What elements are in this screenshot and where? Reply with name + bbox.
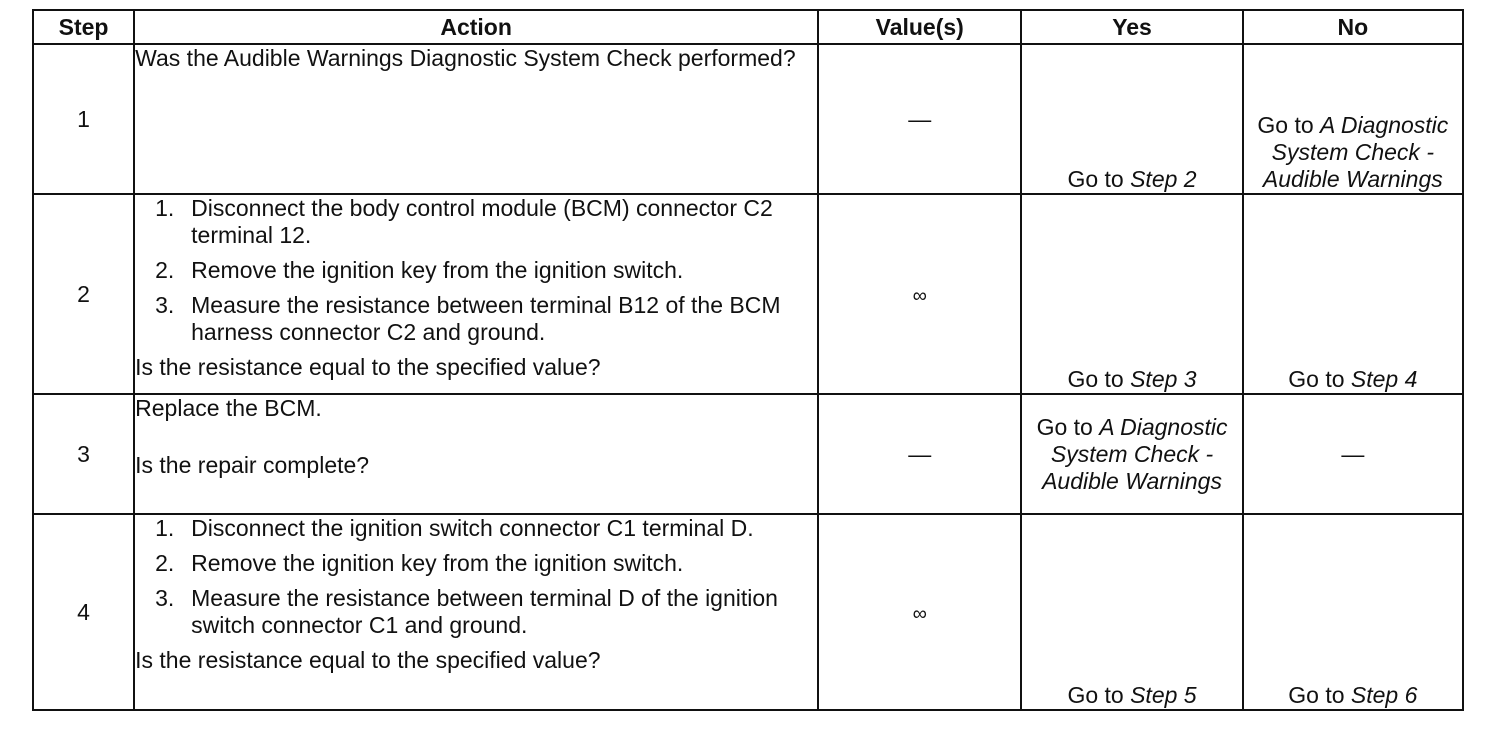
step-number: 4 [31,513,136,711]
action-instruction: Replace the BCM. [135,395,322,421]
yes-step-link[interactable]: A Diagnostic System Check - Audible Warn… [1042,413,1228,494]
item-text: Disconnect the body control module (BCM)… [191,195,773,248]
step-number: 1 [31,43,136,195]
value-text: ∞ [912,284,927,307]
item-number: 3. [155,292,175,318]
yes-cell: Go to Step 3 [1020,193,1244,395]
action-step-item: 1. Disconnect the body control module (BC… [155,195,817,249]
yes-prefix: Go to [1036,413,1100,440]
action-question: Was the Audible Warnings Diagnostic Syst… [135,45,796,71]
action-step-item: 1. Disconnect the ignition switch connect… [155,515,817,542]
item-text: Measure the resistance between terminal … [191,292,781,345]
table-row-step-4: 4 1. Disconnect the ignition switch conne… [31,513,1465,711]
action-step-item: 2. Remove the ignition key from the ignit… [155,257,817,284]
action-cell: Replace the BCM. Is the repair complete? [133,393,820,515]
action-cell: 1. Disconnect the ignition switch connect… [133,513,820,711]
value-cell: — [817,393,1023,515]
diagnostic-table: Step Action Value(s) Yes No 1 Was the Au… [31,9,1465,711]
yes-prefix: Go to [1067,682,1131,708]
value-cell: — [817,43,1023,195]
item-number: 2. [155,257,175,283]
yes-cell: Go to Step 2 [1020,43,1244,195]
step-number: 3 [31,393,136,515]
yes-cell: Go to A Diagnostic System Check - Audibl… [1020,393,1244,515]
item-number: 3. [155,585,175,611]
no-prefix: Go to [1288,366,1351,392]
item-number: 1. [155,195,175,221]
action-question: Is the resistance equal to the specified… [135,354,601,380]
step-number: 2 [31,193,136,395]
no-step-link[interactable]: Step 6 [1350,682,1418,708]
header-no: No [1241,9,1465,45]
no-prefix: Go to [1257,112,1321,138]
action-step-item: 2. Remove the ignition key from the ignit… [155,550,817,577]
value-text: — [908,105,932,132]
yes-step-link[interactable]: Step 2 [1130,166,1197,192]
no-cell: Go to A Diagnostic System Check - Audibl… [1241,43,1465,195]
header-values: Value(s) [817,9,1023,45]
item-number: 1. [155,515,175,541]
item-text: Measure the resistance between terminal … [191,585,778,638]
action-question: Is the repair complete? [135,452,370,478]
header-row: Step Action Value(s) Yes No [31,9,1465,45]
no-step-link[interactable]: A Diagnostic System Check - Audible Warn… [1262,112,1449,192]
header-action: Action [133,9,820,45]
action-step-item: 3. Measure the resistance between termina… [155,292,817,346]
item-text: Disconnect the ignition switch connector… [191,515,754,541]
no-cell: Go to Step 4 [1241,193,1465,395]
yes-cell: Go to Step 5 [1020,513,1244,711]
yes-step-link[interactable]: Step 3 [1130,366,1197,392]
value-cell: ∞ [817,513,1023,711]
item-text: Remove the ignition key from the ignitio… [191,550,684,576]
header-yes: Yes [1020,9,1244,45]
value-text: ∞ [912,602,927,625]
no-prefix: Go to [1288,682,1351,708]
action-step-item: 3. Measure the resistance between termina… [155,585,817,639]
action-steps-list: 1. Disconnect the body control module (BC… [135,195,817,346]
no-text: — [1341,440,1365,467]
action-question: Is the resistance equal to the specified… [135,647,601,673]
yes-prefix: Go to [1067,366,1131,392]
action-cell: 1. Disconnect the body control module (BC… [133,193,820,395]
yes-prefix: Go to [1067,166,1131,192]
value-cell: ∞ [817,193,1023,395]
value-text: — [908,440,932,467]
table-row-step-3: 3 Replace the BCM. Is the repair complet… [31,393,1465,515]
table-row-step-2: 2 1. Disconnect the body control module (… [31,193,1465,395]
item-text: Remove the ignition key from the ignitio… [191,257,684,283]
no-step-link[interactable]: Step 4 [1350,366,1418,392]
header-step: Step [31,9,136,45]
no-cell: — [1241,393,1465,515]
action-cell: Was the Audible Warnings Diagnostic Syst… [133,43,820,195]
no-cell: Go to Step 6 [1241,513,1465,711]
yes-step-link[interactable]: Step 5 [1130,682,1197,708]
table-row-step-1: 1 Was the Audible Warnings Diagnostic Sy… [31,43,1465,195]
action-steps-list: 1. Disconnect the ignition switch connect… [135,515,817,639]
item-number: 2. [155,550,175,576]
